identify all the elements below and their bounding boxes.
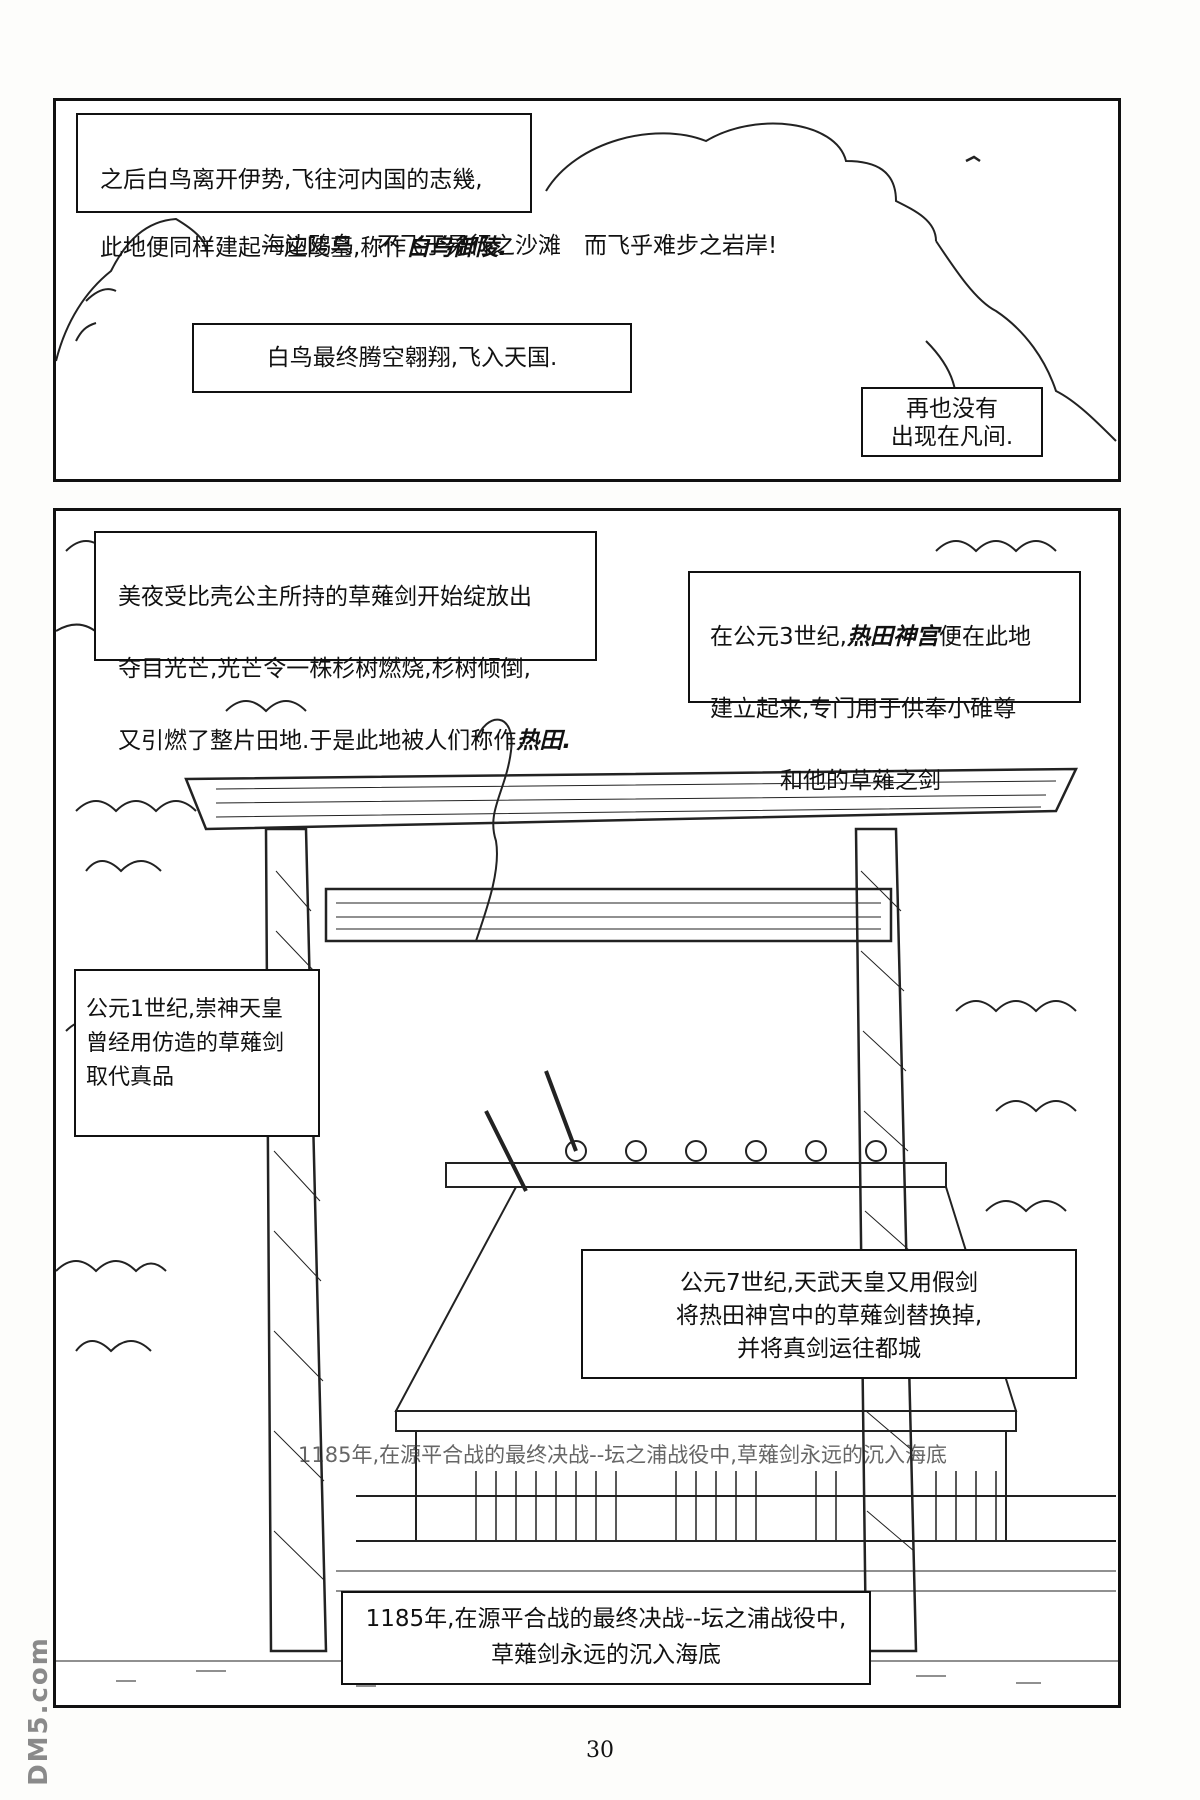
- emphasis-text: 白鸟御陵.: [406, 235, 508, 261]
- caption-line: 又引燃了整片田地.于是此地被人们称作: [118, 728, 517, 754]
- page-number: 30: [586, 1738, 614, 1763]
- emphasis-text: 热田.: [516, 728, 572, 754]
- panel-top: 之后白鸟离开伊势,飞往河内国的志幾, 此地便同样建起一座陵墓,称作白鸟御陵. 海…: [53, 98, 1121, 482]
- bird-figure-art: [475, 718, 513, 942]
- caption-line: 夺目光芒,光芒令一株杉树燃烧,杉树倾倒,: [118, 656, 531, 682]
- caption-line: 在公元3世纪,: [710, 624, 847, 650]
- panel-top-art: [56, 122, 1117, 442]
- caption-never-again: 再也没有 出现在凡间.: [861, 387, 1043, 457]
- ghost-caption-1185: 1185年,在源平合战的最终决战--坛之浦战役中,草薙剑永远的沉入海底: [298, 1443, 947, 1467]
- caption-line: 便在此地: [938, 624, 1031, 650]
- caption-line: 建立起来,专门用于供奉小碓尊: [710, 696, 1017, 722]
- watermark-logo: DM5.com: [8, 1636, 54, 1790]
- narration-seagull: 海边鸥鸟 不飞于易行之沙滩 而飞乎难步之岩岸!: [262, 233, 778, 259]
- caption-line: 美夜受比壳公主所持的草薙剑开始绽放出: [118, 584, 532, 610]
- emphasis-text: 热田神宫: [846, 624, 939, 650]
- caption-atsuta-shrine: 在公元3世纪,热田神宫便在此地 建立起来,专门用于供奉小碓尊 和他的草薙之剑: [688, 571, 1081, 794]
- caption-line: 之后白鸟离开伊势,飞往河内国的志幾,: [100, 167, 483, 193]
- watermark-text: DM5.com: [24, 1636, 54, 1786]
- panel-bottom: 美夜受比壳公主所持的草薙剑开始绽放出 夺目光芒,光芒令一株杉树燃烧,杉树倾倒, …: [53, 508, 1121, 1708]
- torii-gate-art: [184, 767, 1078, 1653]
- caption-1185-dan-no-ura: 1185年,在源平合战的最终决战--坛之浦战役中, 草薙剑永远的沉入海底: [341, 1591, 871, 1685]
- caption-sword-light: 美夜受比壳公主所持的草薙剑开始绽放出 夺目光芒,光芒令一株杉树燃烧,杉树倾倒, …: [94, 531, 597, 754]
- cloud-line-art: [56, 122, 1117, 442]
- caption-white-bird-tomb: 之后白鸟离开伊势,飞往河内国的志幾, 此地便同样建起一座陵墓,称作白鸟御陵.: [76, 113, 532, 261]
- caption-line: 和他的草薙之剑: [780, 768, 941, 794]
- caption-century-7: 公元7世纪,天武天皇又用假剑 将热田神宫中的草薙剑替换掉, 并将真剑运往都城: [581, 1249, 1077, 1379]
- caption-century-1: 公元1世纪,崇神天皇 曾经用仿造的草薙剑 取代真品: [74, 969, 320, 1137]
- caption-bird-ascends: 白鸟最终腾空翱翔,飞入天国.: [192, 323, 632, 393]
- caption-line: 此地便同样建起一座陵墓,称作: [100, 235, 407, 261]
